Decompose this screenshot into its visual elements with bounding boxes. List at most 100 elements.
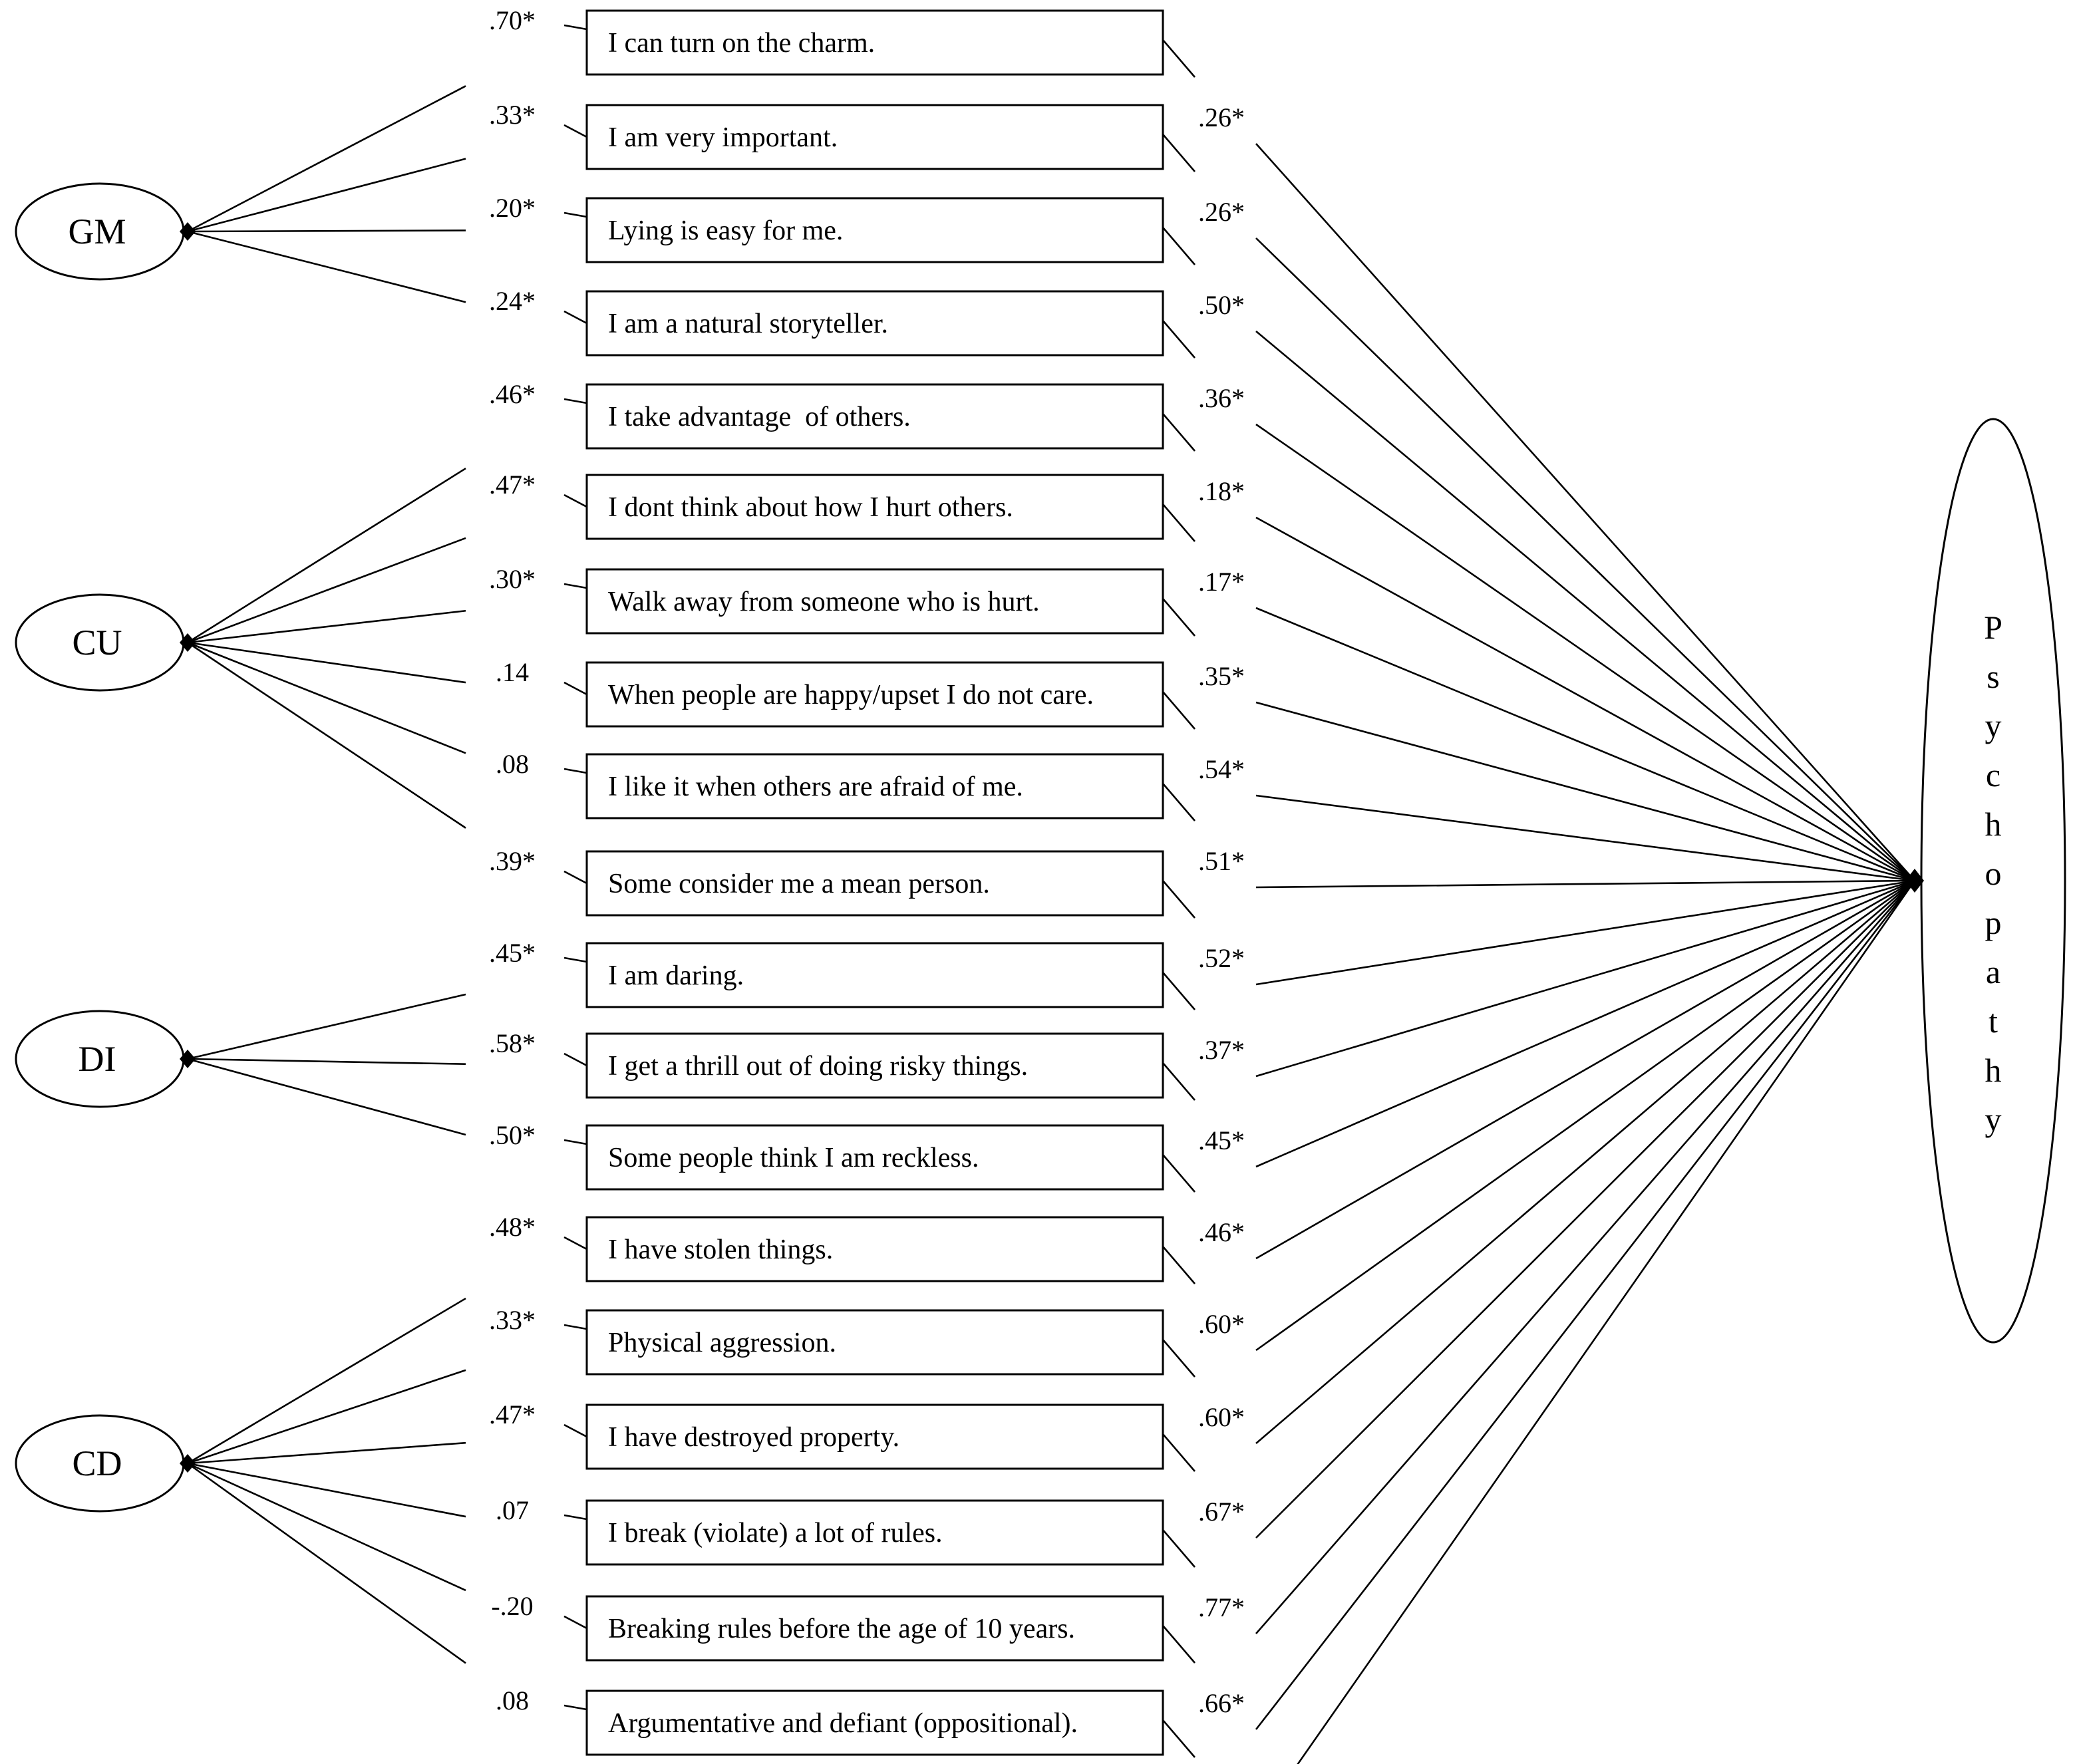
factor-loading-label: .20* bbox=[489, 193, 536, 223]
item-text: I break (violate) a lot of rules. bbox=[608, 1518, 943, 1548]
item-box bbox=[585, 661, 1164, 728]
general-loading-label: .36* bbox=[1198, 383, 1245, 413]
general-loading-tick bbox=[1162, 1719, 1196, 1758]
general-loading-tick bbox=[1162, 1339, 1196, 1378]
general-loading-label: .52* bbox=[1198, 943, 1245, 973]
factor-loading-tick bbox=[563, 1704, 587, 1711]
item-text: I take advantage of others. bbox=[608, 402, 911, 432]
general-loading-tick bbox=[1162, 880, 1196, 919]
psychopathy-label-letter: a bbox=[1986, 953, 2000, 990]
factor-loading-line bbox=[187, 1441, 466, 1465]
psychopathy-label-letter: h bbox=[1985, 1052, 2002, 1089]
psychopathy-label-letter: y bbox=[1985, 707, 2002, 744]
general-loading-line bbox=[1255, 516, 1915, 882]
general-loading-line bbox=[1255, 880, 1916, 1730]
factor-loading-label: .08 bbox=[496, 749, 529, 779]
general-loading-tick bbox=[1162, 1062, 1196, 1101]
item-text: Some people think I am reckless. bbox=[608, 1143, 979, 1173]
factor-loading-label: .08 bbox=[496, 1686, 529, 1715]
psychopathy-label-letter: s bbox=[1987, 658, 1999, 695]
general-loading-line bbox=[1255, 237, 1915, 881]
factor-loading-line bbox=[187, 537, 466, 644]
factor-loading-label: .33* bbox=[489, 100, 536, 130]
factor-loading-tick bbox=[563, 1324, 587, 1330]
item-boxes: I can turn on the charm. I am very import… bbox=[585, 9, 1164, 1756]
general-loading-tick bbox=[1162, 1154, 1196, 1193]
factor-loading-label: .24* bbox=[489, 286, 536, 316]
item-text: Some consider me a mean person. bbox=[608, 869, 990, 899]
general-loading-tick bbox=[1162, 320, 1196, 359]
factor-loading-tick bbox=[563, 398, 587, 404]
item-box bbox=[585, 1499, 1164, 1566]
factor-arrowhead bbox=[180, 633, 196, 652]
factor-loading-line bbox=[187, 609, 466, 644]
item-text: Physical aggression. bbox=[608, 1328, 836, 1358]
factor-arrowhead bbox=[180, 222, 196, 241]
item-text: Argumentative and defiant (oppositional)… bbox=[608, 1708, 1078, 1739]
general-loading-line bbox=[1255, 880, 1915, 1539]
factor-loading-label: .14 bbox=[496, 657, 529, 687]
factor-loading-line bbox=[187, 1462, 466, 1664]
path-edges bbox=[187, 24, 1916, 1764]
factor-loading-line bbox=[187, 1058, 466, 1136]
factor-loading-line bbox=[187, 641, 466, 754]
general-loading-line bbox=[1255, 331, 1915, 881]
item-box bbox=[585, 1216, 1164, 1282]
item-box bbox=[585, 1309, 1164, 1376]
general-loading-label: .66* bbox=[1198, 1688, 1245, 1718]
item-text: I have stolen things. bbox=[608, 1235, 833, 1265]
factor-loading-label: .70* bbox=[489, 5, 536, 35]
factor-loading-tick bbox=[563, 768, 587, 774]
factor-loading-line bbox=[187, 230, 466, 303]
general-loading-label: .77* bbox=[1198, 1592, 1245, 1622]
general-loading-label: .54* bbox=[1198, 754, 1245, 784]
general-loading-tick bbox=[1162, 504, 1196, 542]
factor-loading-label: .30* bbox=[489, 564, 536, 594]
factor-loading-tick bbox=[563, 124, 587, 138]
general-loading-tick bbox=[1162, 1625, 1196, 1664]
psychopathy-label-letter: P bbox=[1984, 609, 2002, 646]
factor-loading-line bbox=[187, 229, 466, 233]
item-text: I can turn on the charm. bbox=[608, 28, 875, 59]
factor-loading-line bbox=[187, 641, 466, 829]
item-text: Walk away from someone who is hurt. bbox=[608, 587, 1040, 617]
factor-loading-line bbox=[187, 641, 466, 684]
factor-label-cd: CD bbox=[72, 1443, 122, 1483]
general-loading-line bbox=[1255, 143, 1915, 881]
item-box bbox=[585, 290, 1164, 357]
general-loading-line bbox=[1255, 880, 1915, 1634]
general-loading-label: .35* bbox=[1198, 661, 1245, 691]
psychopathy-label-letter: h bbox=[1985, 806, 2002, 843]
item-box bbox=[585, 9, 1164, 76]
general-loading-label: .60* bbox=[1198, 1309, 1245, 1339]
factor-loading-tick bbox=[563, 212, 587, 218]
item-text: I am very important. bbox=[608, 122, 838, 153]
factor-loading-line bbox=[187, 1369, 466, 1465]
factor-loading-tick bbox=[563, 1052, 587, 1067]
factor-loading-label: .33* bbox=[489, 1305, 536, 1335]
factor-loading-tick bbox=[563, 870, 587, 885]
general-loading-tick bbox=[1162, 1433, 1196, 1472]
factor-loading-tick bbox=[563, 24, 587, 31]
general-loading-label: .37* bbox=[1198, 1035, 1245, 1065]
general-loading-line bbox=[1255, 423, 1915, 882]
item-box bbox=[585, 568, 1164, 635]
item-box bbox=[585, 474, 1164, 540]
general-loading-label: .18* bbox=[1198, 476, 1245, 506]
item-text: When people are happy/upset I do not car… bbox=[608, 680, 1094, 710]
factor-loading-label: -.20 bbox=[491, 1591, 533, 1621]
general-loading-line bbox=[1255, 879, 1915, 1078]
factor-loading-tick bbox=[563, 494, 587, 508]
general-loading-label: .26* bbox=[1198, 102, 1245, 132]
psychopathy-arrowhead bbox=[1905, 869, 1924, 893]
item-text: I dont think about how I hurt others. bbox=[608, 492, 1013, 523]
general-loading-line bbox=[1255, 794, 1915, 882]
general-loading-tick bbox=[1162, 1529, 1196, 1568]
factor-label-cu: CU bbox=[72, 623, 122, 662]
general-loading-label: .46* bbox=[1198, 1217, 1245, 1247]
general-loading-line bbox=[1255, 879, 1915, 1168]
general-loading-line bbox=[1255, 879, 1915, 1352]
factor-loading-tick bbox=[563, 1139, 587, 1145]
item-box bbox=[585, 104, 1164, 170]
general-loading-tick bbox=[1162, 134, 1196, 172]
